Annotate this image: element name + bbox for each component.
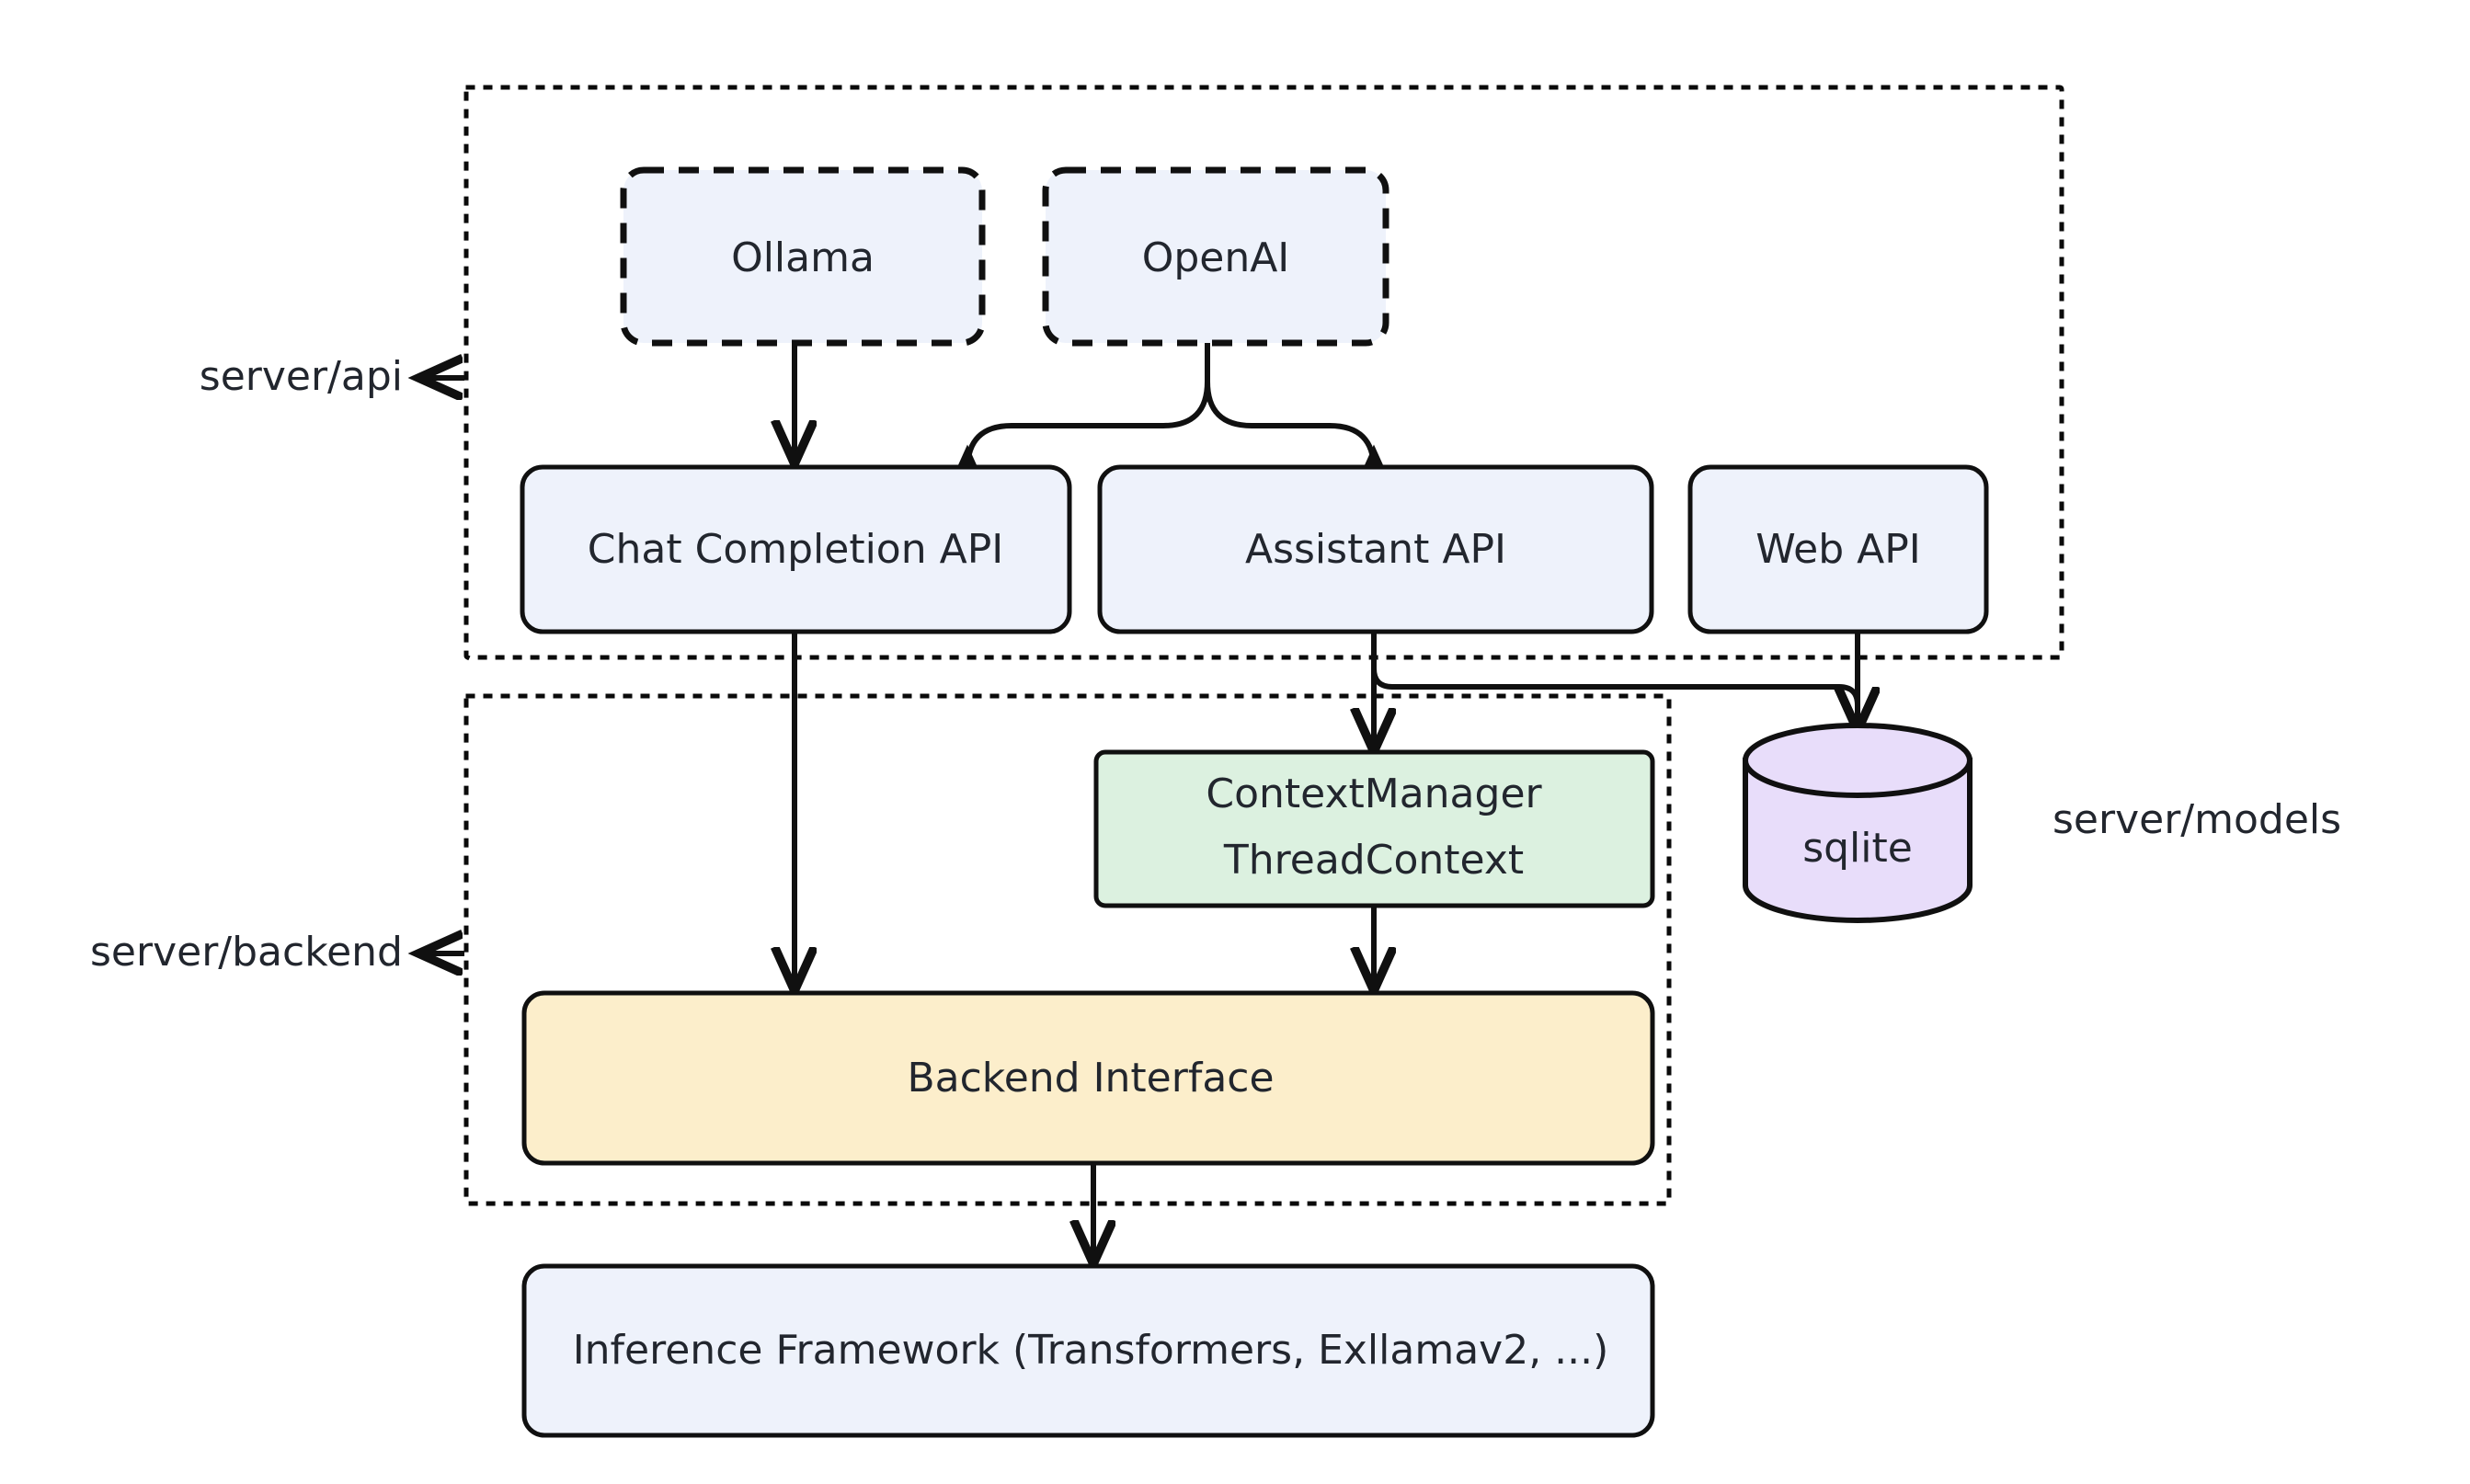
node-context-manager[interactable]: ContextManager ThreadContext — [1093, 749, 1655, 908]
node-sqlite[interactable]: sqlite — [1743, 723, 1973, 923]
node-backend-interface[interactable]: Backend Interface — [521, 990, 1655, 1166]
edge-assistant-api-to-sqlite — [1371, 632, 1858, 726]
node-backend-interface-box[interactable] — [521, 990, 1655, 1166]
node-assistant-api-label: Assistant API — [1245, 526, 1506, 573]
node-inference-framework-label: Inference Framework (Transformers, Exlla… — [573, 1327, 1609, 1374]
node-chat-completion-api[interactable]: Chat Completion API — [520, 464, 1072, 634]
node-context-manager-box[interactable] — [1093, 749, 1655, 908]
node-sqlite-cylinder-top — [1743, 723, 1973, 798]
group-container-server-backend — [463, 693, 1672, 1206]
node-sqlite-label: sqlite — [1802, 825, 1913, 872]
edge-openai-to-assistant-api — [1205, 343, 1374, 470]
node-inference-framework[interactable]: Inference Framework (Transformers, Exlla… — [521, 1263, 1655, 1438]
group-label-server-api: server/api — [200, 353, 403, 400]
group-label-server-models: server/models — [2053, 796, 2341, 843]
edge-openai-to-chat-completion-api — [967, 343, 1210, 470]
node-web-api-box[interactable] — [1687, 464, 1989, 634]
node-web-api[interactable]: Web API — [1687, 464, 1989, 634]
node-backend-interface-label: Backend Interface — [907, 1055, 1274, 1102]
node-chat-completion-api-box[interactable] — [520, 464, 1072, 634]
node-assistant-api[interactable]: Assistant API — [1097, 464, 1654, 634]
node-openai[interactable]: OpenAI — [1042, 166, 1389, 347]
node-context-manager-label-line1: ContextManager — [1206, 771, 1542, 817]
node-sqlite-cylinder-body[interactable] — [1743, 758, 1973, 923]
node-inference-framework-box[interactable] — [521, 1263, 1655, 1438]
node-web-api-label: Web API — [1755, 526, 1921, 573]
node-openai-box[interactable] — [1042, 166, 1389, 347]
node-assistant-api-box[interactable] — [1097, 464, 1654, 634]
node-ollama-box[interactable] — [620, 166, 986, 347]
node-chat-completion-api-label: Chat Completion API — [588, 526, 1003, 573]
node-context-manager-label-line2: ThreadContext — [1223, 837, 1524, 884]
node-ollama[interactable]: Ollama — [620, 166, 986, 347]
group-container-server-api — [463, 85, 2064, 660]
group-label-server-backend: server/backend — [90, 929, 403, 976]
node-openai-label: OpenAI — [1142, 234, 1290, 281]
node-ollama-label: Ollama — [731, 234, 875, 281]
